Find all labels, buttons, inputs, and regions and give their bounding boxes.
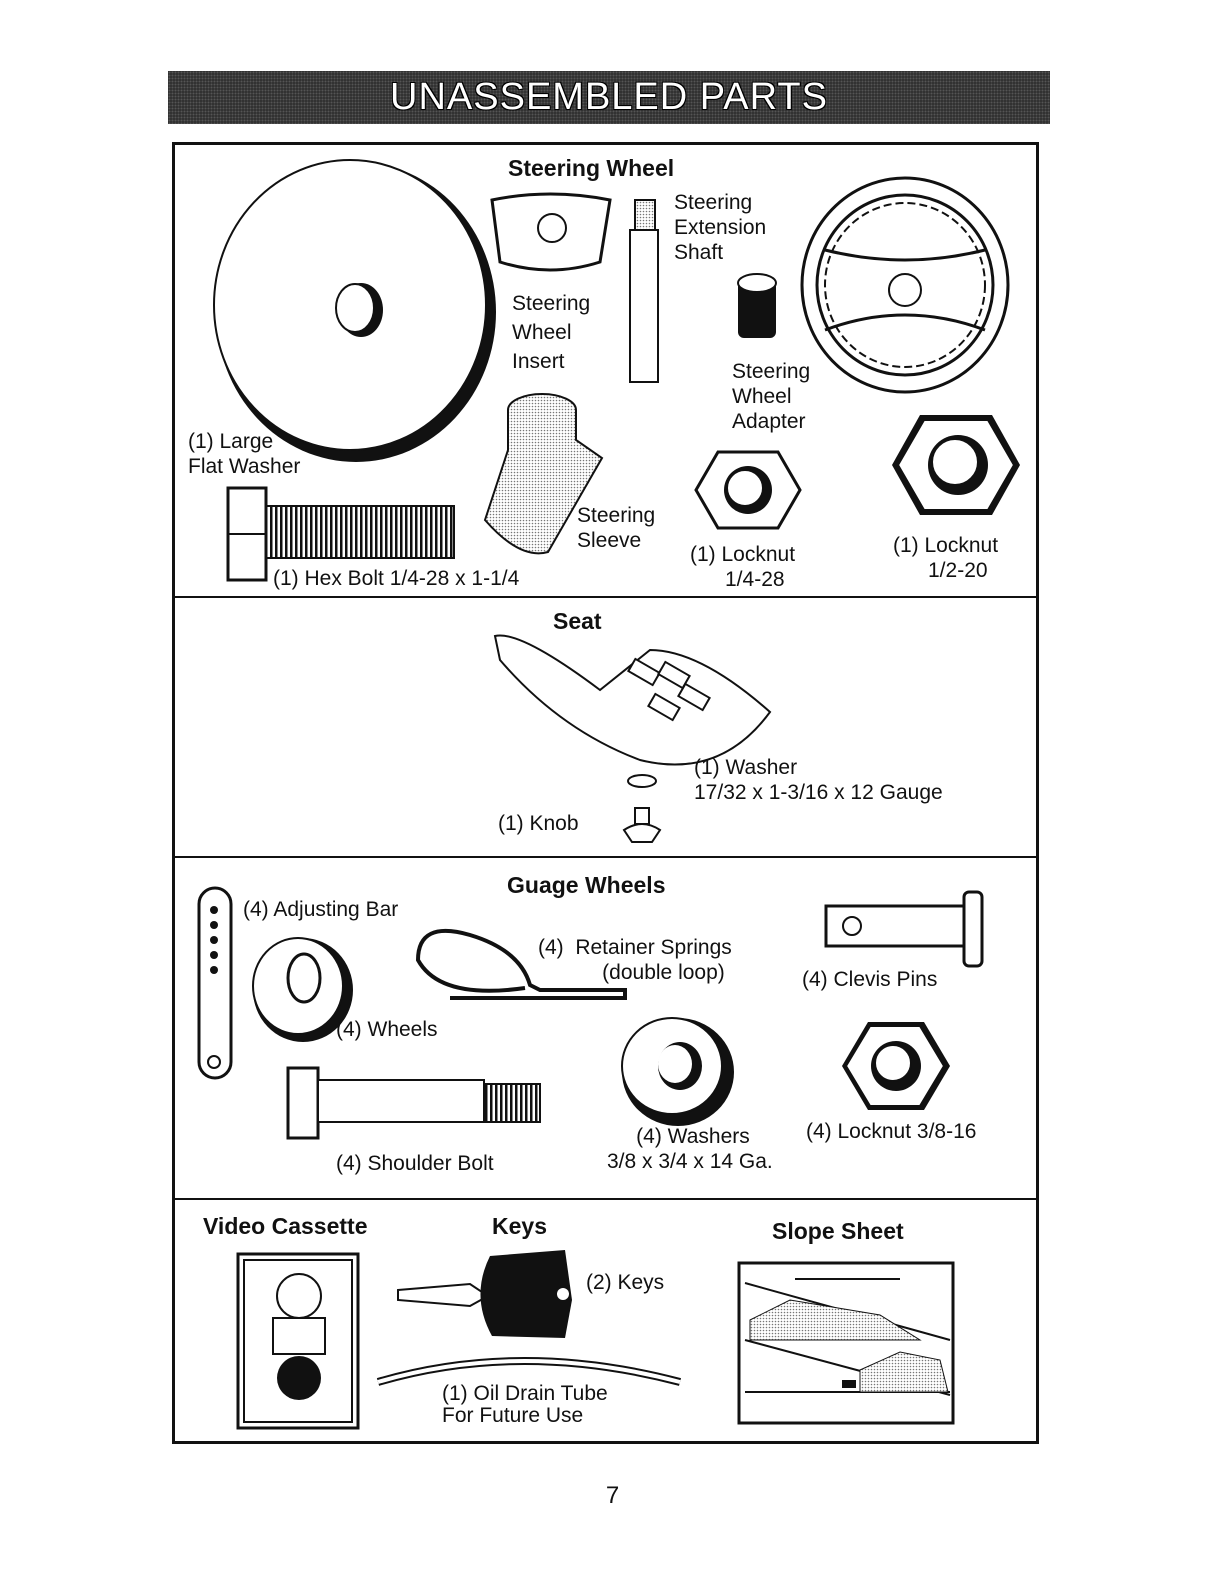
seat-illustration	[493, 634, 772, 843]
steering-extension-shaft-label: Steering Extension Shaft	[674, 191, 767, 264]
divider-seat-gauge	[172, 856, 1039, 858]
divider-gauge-misc	[172, 1198, 1039, 1200]
steering-sleeve-illustration	[483, 393, 604, 555]
adjusting-bar-illustration	[197, 886, 233, 1080]
slope-sheet-illustration	[737, 1261, 955, 1425]
keys-heading: Keys	[492, 1213, 547, 1239]
adjusting-bar-label: (4) Adjusting Bar	[243, 898, 399, 921]
steering-sleeve-label: Steering Sleeve	[577, 504, 656, 552]
large-flat-washer-label: (1) Large Flat Washer	[188, 430, 301, 478]
washers-label: (4) Washers 3/8 x 3/4 x 14 Ga.	[607, 1125, 773, 1173]
shoulder-bolt-illustration	[286, 1066, 541, 1140]
locknut-1-2-20-label: (1) Locknut 1/2-20	[893, 534, 999, 582]
gauge-wheels-heading: Guage Wheels	[507, 872, 666, 898]
gauge-wheel-illustration	[252, 937, 353, 1042]
washer-3-8-illustration	[621, 1017, 734, 1126]
large-flat-washer-illustration	[213, 159, 496, 462]
clevis-pin-illustration	[824, 890, 984, 968]
oil-drain-tube-label: (1) Oil Drain Tube For Future Use	[442, 1382, 608, 1427]
oil-drain-tube-illustration	[376, 1357, 682, 1386]
keys-label: (2) Keys	[586, 1271, 665, 1294]
steering-wheel-insert-illustration	[490, 192, 612, 272]
locknut-1-2-20-illustration	[892, 415, 1020, 515]
locknut-3-8-16-illustration	[842, 1022, 950, 1110]
steering-wheel-adapter-label: Steering Wheel Adapter	[732, 360, 811, 433]
retainer-spring-illustration	[415, 928, 627, 1000]
locknut-1-4-28-illustration	[694, 450, 802, 530]
slope-sheet-heading: Slope Sheet	[772, 1218, 904, 1244]
knob-label: (1) Knob	[498, 812, 579, 835]
keys-illustration	[397, 1250, 572, 1338]
hex-bolt-illustration	[226, 486, 455, 582]
steering-wheel-adapter-illustration	[737, 273, 777, 338]
video-cassette-heading: Video Cassette	[203, 1213, 368, 1239]
locknut-1-4-28-label: (1) Locknut 1/4-28	[690, 543, 796, 591]
steering-wheel-insert-label: Steering Wheel Insert	[512, 292, 591, 373]
locknut-3-8-16-label: (4) Locknut 3/8-16	[806, 1120, 977, 1143]
divider-steering-seat	[172, 596, 1039, 598]
seat-heading: Seat	[553, 608, 602, 634]
shoulder-bolt-label: (4) Shoulder Bolt	[336, 1152, 494, 1175]
title-banner: UNASSEMBLED PARTS	[168, 71, 1050, 124]
parts-frame	[172, 142, 1039, 1444]
steering-wheel-illustration	[800, 176, 1010, 394]
steering-extension-shaft-illustration	[629, 199, 659, 383]
page-number: 7	[605, 1482, 620, 1509]
wheels-label: (4) Wheels	[336, 1018, 438, 1041]
video-cassette-illustration	[236, 1252, 360, 1430]
hex-bolt-label: (1) Hex Bolt 1/4-28 x 1-1/4	[273, 567, 520, 590]
retainer-springs-label: (4) Retainer Springs (double loop)	[538, 936, 732, 984]
page-title: UNASSEMBLED PARTS	[390, 76, 828, 118]
seat-washer-label: (1) Washer 17/32 x 1-3/16 x 12 Gauge	[694, 756, 943, 804]
clevis-pins-label: (4) Clevis Pins	[802, 968, 938, 991]
steering-wheel-heading: Steering Wheel	[508, 155, 675, 181]
